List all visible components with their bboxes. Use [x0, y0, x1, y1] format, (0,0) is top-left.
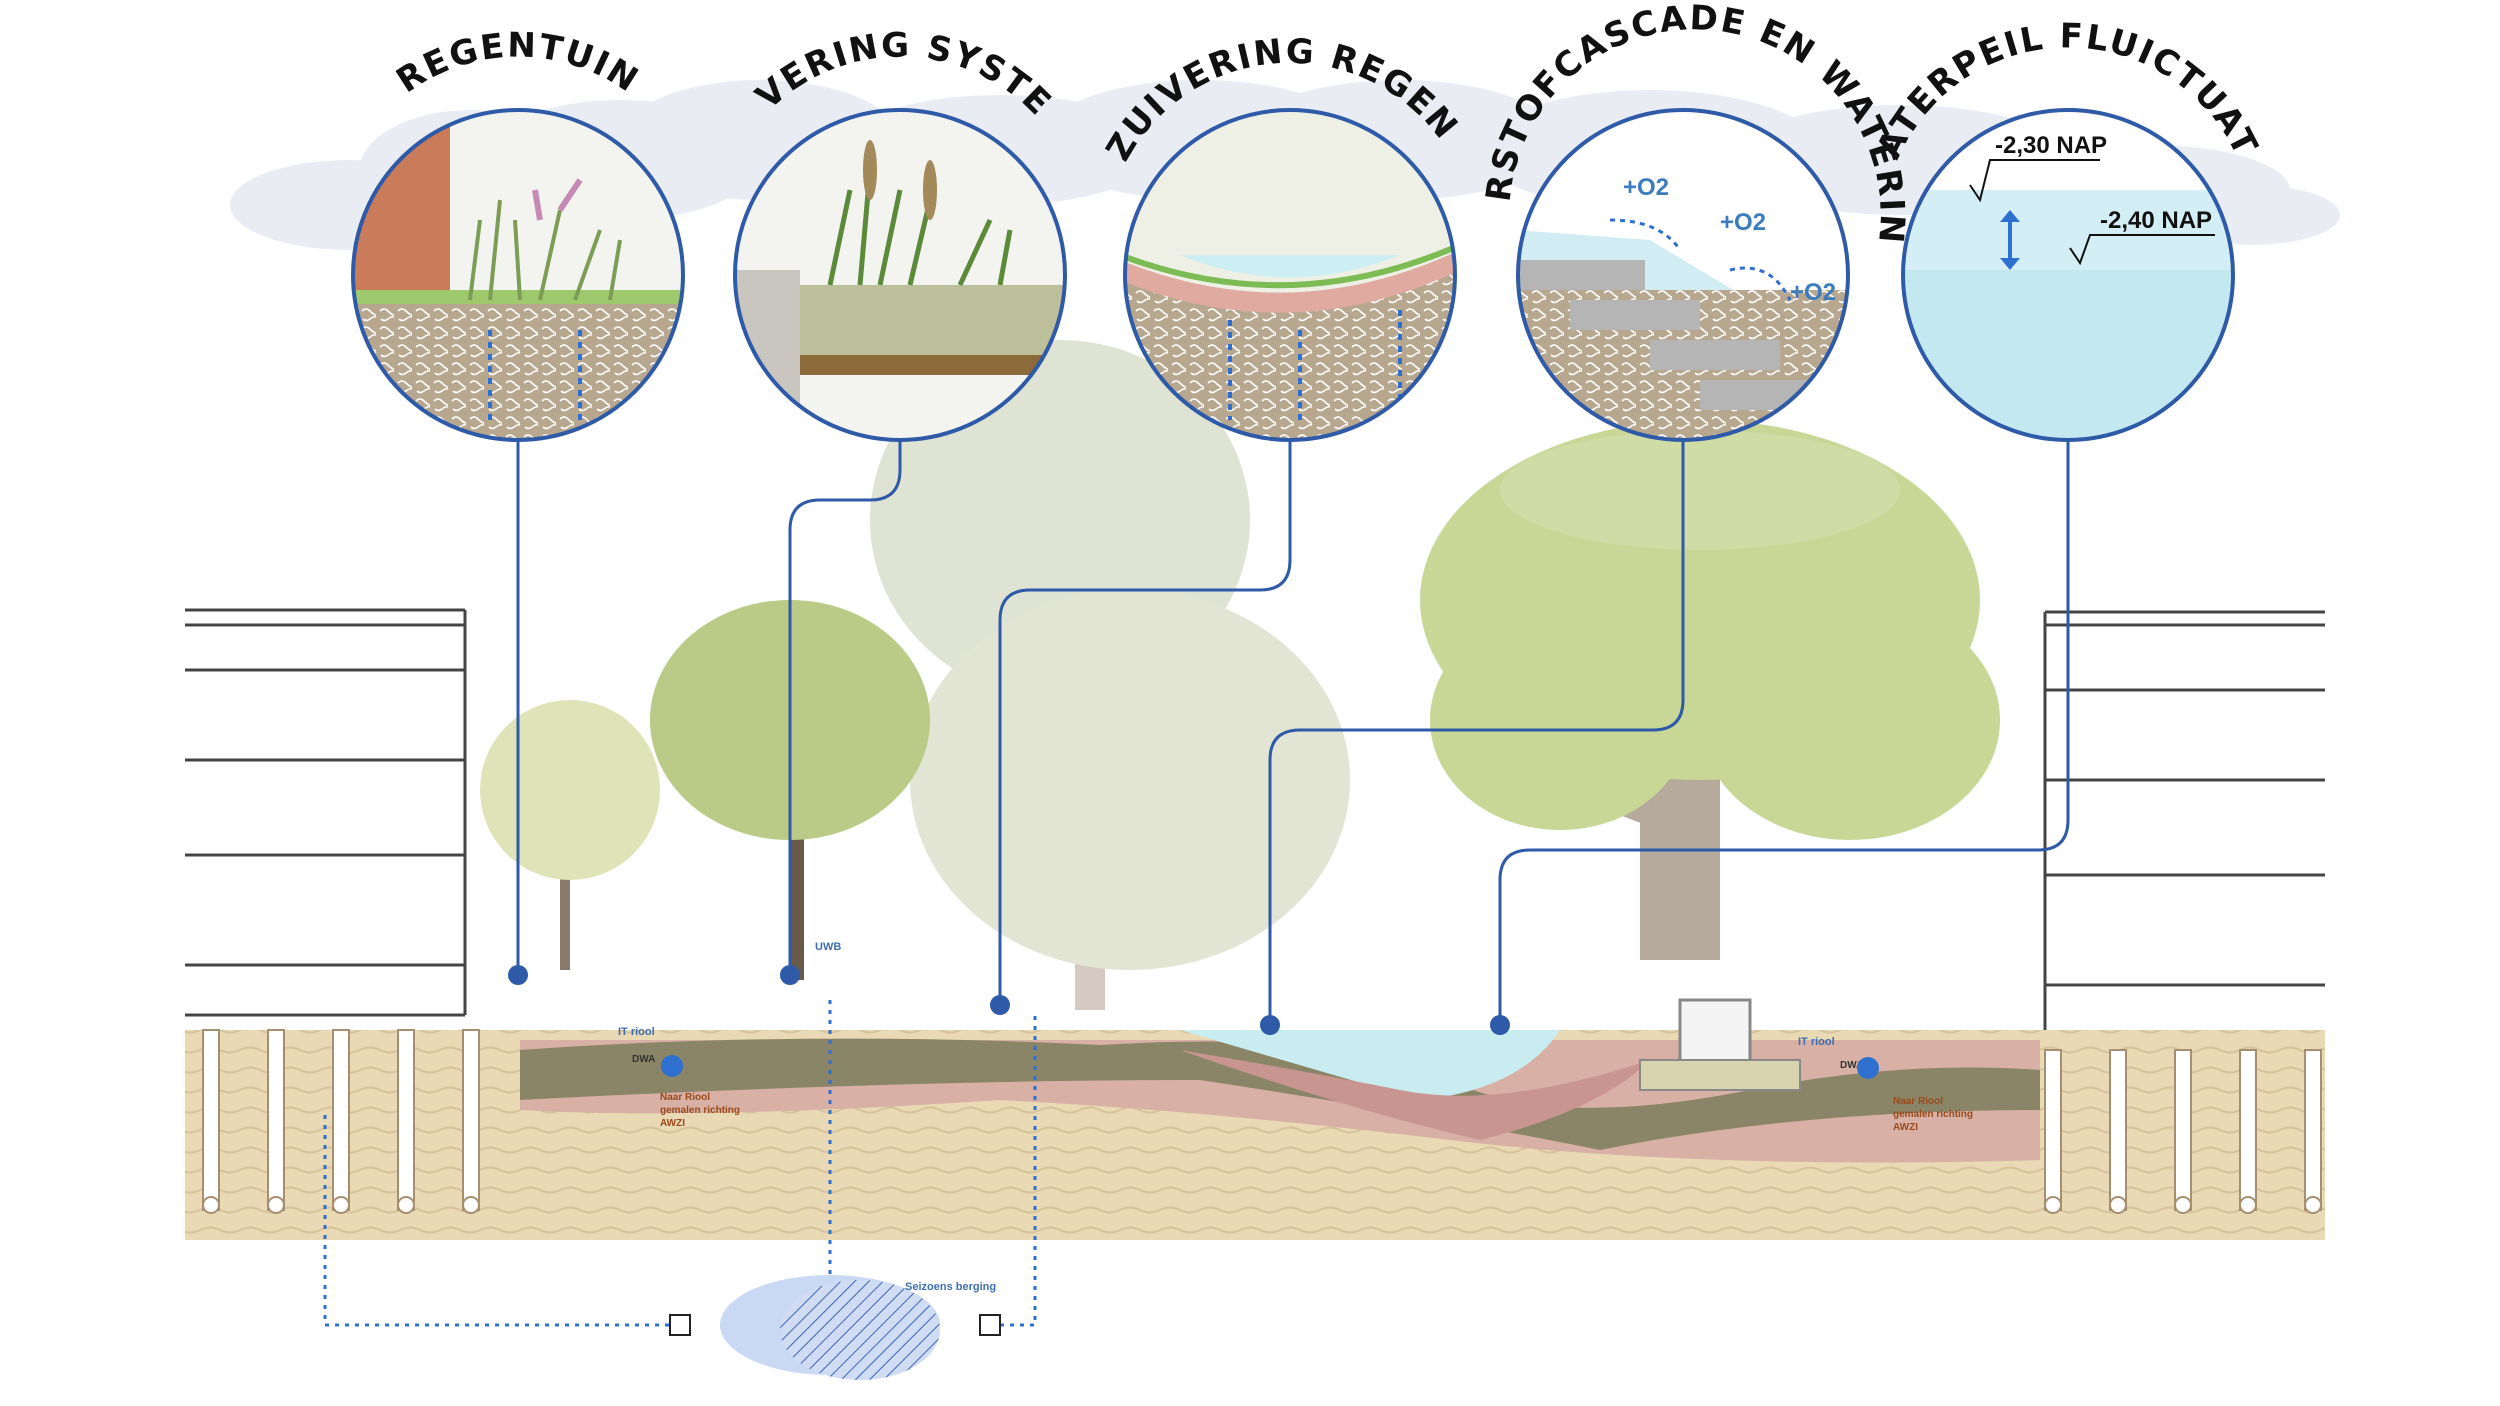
- right-pipe: [1857, 1057, 1879, 1079]
- ground-section: [185, 998, 2325, 1240]
- level-high-label: -2,30 NAP: [1995, 132, 2107, 159]
- left-pipe: [661, 1055, 683, 1077]
- storage-label: Seizoens berging: [905, 1281, 996, 1293]
- right-sewer-label: IT riool: [1798, 1036, 1835, 1048]
- trees: [480, 340, 2000, 1010]
- oxygen-label-1: +O2: [1623, 174, 1669, 201]
- right-note-1: Naar Riool: [1893, 1096, 1943, 1107]
- left-dwa-label: DWA: [632, 1054, 655, 1065]
- right-building: [2043, 610, 2325, 1037]
- connector-lines: [516, 440, 2070, 1025]
- right-note-3: AWZI: [1893, 1122, 1918, 1133]
- oxygen-label-3: +O2: [1790, 279, 1836, 306]
- connector-dots: [508, 965, 1510, 1035]
- storage-hatch: [780, 1280, 940, 1380]
- right-dwa-label: DWA: [1840, 1060, 1863, 1071]
- level-low-label: -2,40 NAP: [2100, 207, 2212, 234]
- right-note-2: gemalen richting: [1893, 1109, 1973, 1120]
- oxygen-label-2: +O2: [1720, 209, 1766, 236]
- left-sewer-label: IT riool: [618, 1026, 655, 1038]
- uwb-label: UWB: [815, 941, 841, 953]
- left-building: [185, 608, 467, 1017]
- storage-pipe: [323, 1010, 1037, 1327]
- regentuin-title: REGENTUIN: [390, 25, 647, 101]
- callout-regentuin: REGENTUIN: [351, 25, 685, 442]
- callout-voorzuivering: VOORZUIVERING REGENWATER: [0, 0, 1464, 442]
- left-note-3: AWZI: [660, 1118, 685, 1129]
- left-note-1: Naar Riool: [660, 1092, 710, 1103]
- left-note-2: gemalen richting: [660, 1105, 740, 1116]
